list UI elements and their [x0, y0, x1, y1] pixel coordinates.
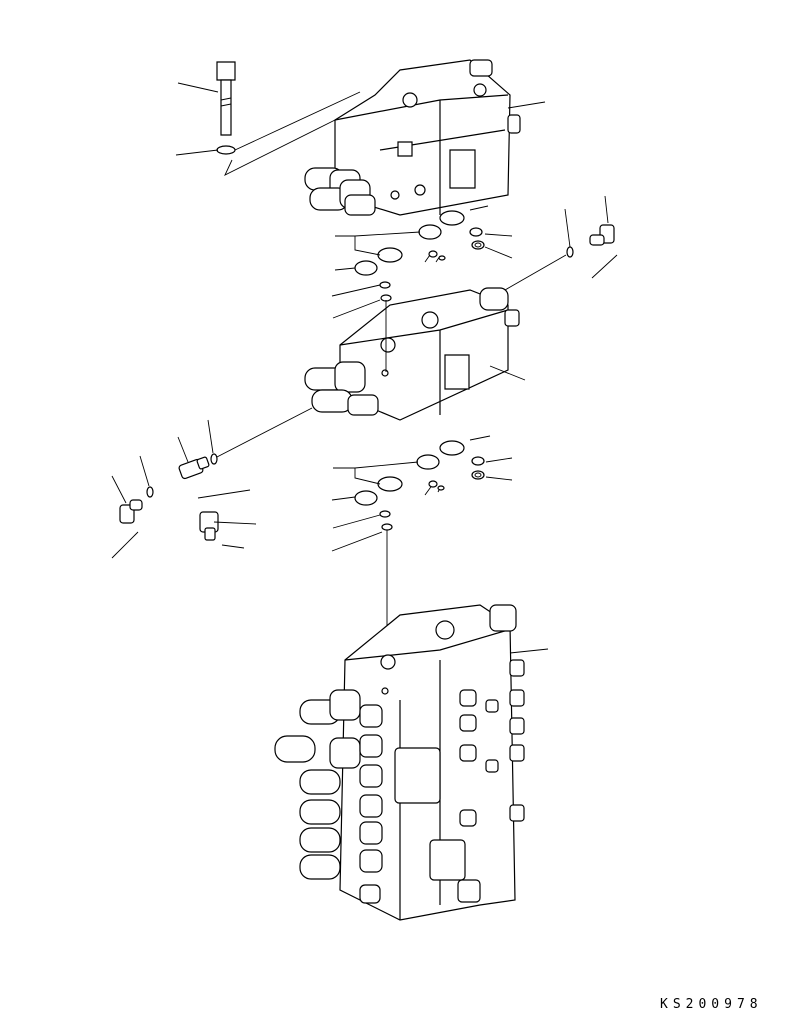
leader-line	[510, 649, 548, 653]
o-ring-small	[472, 241, 484, 249]
leader-line	[508, 102, 545, 108]
upper-seal-group	[332, 206, 512, 318]
leader-line	[178, 83, 218, 92]
straight-fitting	[178, 457, 209, 480]
o-ring	[355, 261, 377, 275]
o-ring	[378, 248, 402, 262]
leader-line	[176, 150, 218, 155]
o-ring-small	[567, 247, 573, 257]
drawing-code: KS200978	[660, 997, 763, 1012]
o-ring	[419, 225, 441, 239]
leader-line	[490, 366, 525, 380]
o-ring-small	[380, 511, 390, 517]
middle-section-plug	[305, 362, 365, 392]
top-valve-section	[305, 60, 520, 215]
o-ring-small	[470, 228, 482, 236]
o-ring	[378, 477, 402, 491]
spool-cap-stack	[275, 690, 382, 903]
front-plug-column	[460, 690, 498, 826]
o-ring	[417, 455, 439, 469]
elbow-fitting	[590, 225, 614, 245]
main-control-valve	[275, 605, 524, 920]
o-ring-small	[211, 454, 217, 464]
bracket-line	[225, 92, 360, 175]
o-ring-small	[147, 487, 153, 497]
lower-seal-group	[332, 436, 512, 551]
middle-valve-section	[305, 288, 519, 420]
leader-line	[505, 255, 566, 290]
bolt	[217, 62, 235, 135]
o-ring-small	[472, 471, 484, 479]
o-ring	[440, 211, 464, 225]
check-valve-fitting	[200, 512, 218, 540]
elbow-fitting	[120, 500, 142, 523]
washer	[217, 146, 235, 154]
o-ring-small	[382, 524, 392, 530]
right-side-plug-column	[510, 660, 524, 821]
o-ring	[440, 441, 464, 455]
leader-line	[215, 408, 312, 458]
o-ring	[355, 491, 377, 505]
o-ring-small	[472, 457, 484, 465]
middle-section-plug	[312, 390, 378, 415]
o-ring-small	[380, 282, 390, 288]
